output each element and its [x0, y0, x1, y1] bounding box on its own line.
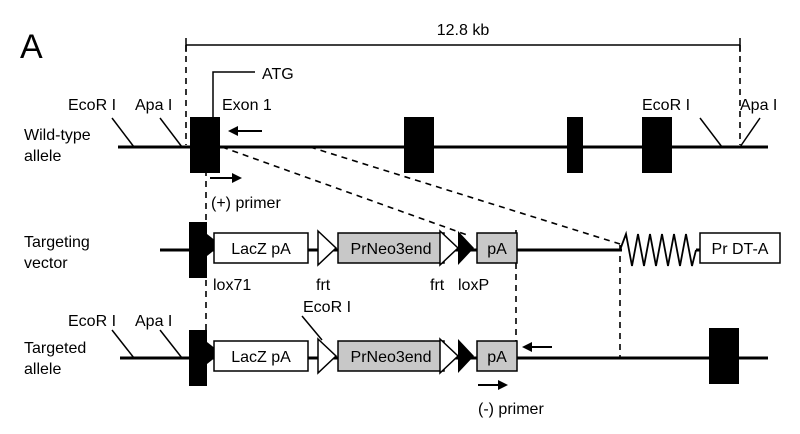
prdta-box [699, 232, 781, 264]
wildtype-label-line2: allele [24, 148, 61, 165]
homology-zigzag [619, 230, 697, 267]
targeted-exon-1 [189, 330, 207, 386]
targeted-label-line1: Targeted [24, 340, 86, 357]
ecor-label-wt-right: EcoR I [642, 97, 690, 114]
minus-primer-label: (-) primer [478, 401, 544, 418]
plus-primer-label: (+) primer [211, 195, 281, 212]
prneo-box-targeted [337, 340, 445, 372]
ecor-label-tg-mid: EcoR I [303, 299, 351, 316]
prneo-label-targeted: PrNeo3end [351, 349, 432, 366]
minus-primer-arrow [478, 380, 508, 390]
frt-site-1-targeted [317, 337, 338, 375]
vector-label-line1: Targeting [24, 234, 90, 251]
atg-label: ATG [262, 66, 294, 83]
pa-label-targeted: pA [487, 349, 507, 366]
prdta-label: Pr DT-A [712, 241, 769, 258]
lox71-label: lox71 [213, 277, 251, 294]
ecor-site-tg-mid [301, 315, 323, 341]
targeted-exon-4 [709, 328, 739, 384]
plus-primer-arrow [210, 173, 242, 183]
loxp-label: loxP [458, 277, 489, 294]
ecor-site-wt-right [699, 117, 723, 148]
scale-label: 12.8 kb [437, 22, 490, 39]
exon-4 [642, 117, 672, 173]
lacz-pa-label-vector: LacZ pA [231, 241, 291, 258]
pa-label-vector: pA [487, 241, 507, 258]
pa-box-vector [476, 232, 518, 264]
lacz-pa-label-targeted: LacZ pA [231, 349, 291, 366]
vector-label-line2: vector [24, 255, 68, 272]
apa-label-tg-left: Apa I [135, 313, 172, 330]
apa-site-wt-right [739, 117, 761, 148]
panel-letter: A [20, 28, 43, 66]
lacz-pa-box-targeted [213, 340, 309, 372]
apa-label-wt-right: Apa I [740, 97, 777, 114]
ecor-site-wt-left [111, 117, 135, 148]
frt-site-1-vector [317, 229, 338, 267]
frt-label-2: frt [430, 277, 445, 294]
prneo-box-vector [337, 232, 445, 264]
vector-exon-1 [189, 222, 207, 278]
exon1-label: Exon 1 [222, 97, 272, 114]
prneo-label-vector: PrNeo3end [351, 241, 432, 258]
scale-bracket [185, 38, 741, 52]
loxp-site-vector [458, 231, 474, 265]
frt-site-2-vector [439, 229, 460, 267]
apa-site-wt-left [159, 117, 183, 148]
exon-3 [567, 117, 583, 173]
apa-site-tg-left [159, 329, 183, 359]
pa-box-targeted [476, 340, 518, 372]
apa-label-wt-left: Apa I [135, 97, 172, 114]
loxp-site-targeted [458, 339, 474, 373]
primer-arrow-wt-reverse [228, 126, 262, 136]
ecor-site-tg-left [111, 329, 135, 359]
ecor-label-wt-left: EcoR I [68, 97, 116, 114]
lacz-pa-box-vector [213, 232, 309, 264]
targeted-label-line2: allele [24, 361, 61, 378]
ecor-label-tg-left: EcoR I [68, 313, 116, 330]
exon-1 [190, 117, 220, 173]
wildtype-label-line1: Wild-type [24, 127, 91, 144]
exon-2 [404, 117, 434, 173]
frt-label-1: frt [316, 277, 331, 294]
primer-arrow-tg-reverse [522, 342, 552, 352]
frt-site-2-targeted [439, 337, 460, 375]
atg-callout-line [212, 71, 255, 118]
